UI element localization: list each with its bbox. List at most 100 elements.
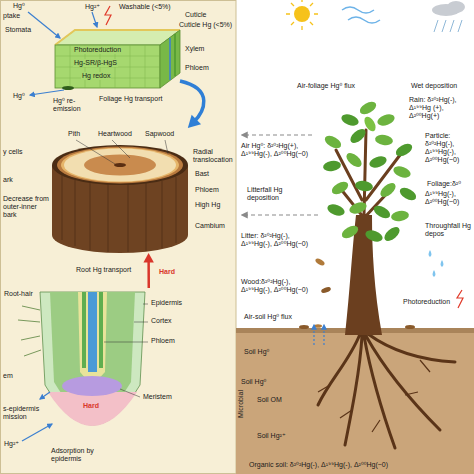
leaf-section-part [55, 30, 180, 45]
annotation-label: Hard [82, 402, 100, 410]
annotation-label: Rain: δ²⁰²Hg(-), Δ¹⁹⁹Hg (+), Δ²⁰⁰Hg(+) [408, 96, 474, 120]
annotation-label: Throughfall Hg depos [424, 222, 474, 238]
node-text: Hg redox [81, 72, 111, 80]
annotation-label: Hg⁰ [12, 2, 26, 10]
tree-trunk-part [336, 130, 400, 218]
annotation-label: Hard [158, 268, 176, 276]
annotation-label: Foliage:δ²⁰ [426, 180, 462, 188]
tree-crown-part [323, 133, 344, 151]
annotation-label: Adsorption by epidermis [50, 447, 116, 463]
tree-crown-part [364, 228, 384, 244]
node-text: Hg-SR/β-HgS [73, 59, 118, 67]
litter-and-drops-part [457, 290, 463, 308]
annotation-label: ark [2, 176, 14, 184]
soil [236, 324, 474, 474]
leaf-section-part [28, 12, 60, 38]
left-panel-part [1, 1, 237, 474]
annotation-label: ptake [2, 12, 21, 20]
node-text: Epidermis [150, 299, 183, 307]
node-text: Sapwood [144, 130, 175, 138]
node-text: Pith [67, 130, 81, 138]
annotation-label: Root-hair [3, 290, 34, 298]
root-section-part [88, 292, 97, 372]
root-section-part [134, 322, 148, 323]
edge-label: Root Hg transport [75, 266, 132, 274]
root-section-part [120, 389, 140, 397]
root-section-part [143, 304, 148, 305]
leaf-section-part [62, 86, 74, 90]
annotation-label: High Hg [194, 201, 221, 209]
wood-section-part [112, 140, 130, 158]
leaf-cross-section: PhotoreductionHg-SR/β-HgSHg redox [55, 30, 180, 88]
annotation-label: Δ¹⁹⁹Hg(-), Δ²⁰⁰Hg(~0) [424, 190, 474, 206]
annotation-label: Air Hg⁰: δ²⁰²Hg(+), Δ¹⁹⁹Hg(-), Δ²⁰⁰Hg(~0… [240, 142, 312, 158]
tree-crown-part [340, 223, 361, 241]
annotation-label: Litterfall Hg deposition [246, 186, 308, 202]
annotation-label: Cuticle [184, 11, 207, 19]
tree-crown-part [326, 202, 346, 218]
arrow-head [143, 253, 153, 263]
tree-crown-part [398, 185, 419, 203]
annotation-label: Cambium [194, 222, 226, 230]
annotation-label: Decrease from outer-inner bark [2, 195, 50, 219]
leaf-section-part [55, 45, 160, 88]
wood-section-part [84, 155, 156, 176]
tree-roots-part [318, 334, 455, 448]
annotation-label: Hg⁰ [12, 92, 26, 100]
wood-section-part [57, 147, 183, 184]
annotation-label: Stomata [4, 26, 32, 34]
wood-section-part [64, 149, 176, 182]
tree-crown-part [390, 210, 409, 223]
annotation-label: Photoreduction [402, 298, 451, 306]
root-section-part [40, 392, 50, 399]
litter-and-drops-part [429, 250, 444, 277]
tree-crown-part [378, 180, 398, 199]
annotation-label: Soil OM [256, 396, 283, 404]
tree-crown-part [362, 115, 378, 133]
tree-crown-part [358, 99, 379, 117]
annotation-label: Wet deposition [410, 82, 458, 90]
wood-section-part [61, 148, 179, 183]
annotation-label: Soil Hg⁰ [240, 378, 267, 386]
tree-crown-part [348, 126, 368, 145]
transport-arrow [180, 81, 204, 128]
root-section-part [82, 292, 86, 368]
tree-crown [322, 99, 418, 244]
litter-and-drops-part [314, 257, 325, 266]
annotation-label: Particle: δ²⁰²Hg(-), Δ¹⁹⁹Hg(-), Δ²⁰⁰Hg(~… [424, 132, 474, 164]
sky-icons-part [434, 20, 462, 32]
leaf-section-part [169, 38, 171, 80]
wood-section-part [114, 163, 126, 167]
root-section-part [78, 292, 107, 380]
leaf-section-part [105, 6, 111, 25]
tree-crown-part [322, 160, 341, 173]
tree-crown-part [392, 164, 412, 180]
tree-crown-part [340, 112, 360, 128]
root-tip-section: EpidermisCortexPhloemMeristem [25, 288, 190, 453]
litter-and-drops-part [313, 325, 314, 345]
sky-icons-part [447, 1, 465, 13]
transport-arrow-line [147, 260, 150, 288]
root-section-part [104, 342, 148, 343]
annotation-label: Xylem [184, 45, 205, 53]
transport-arrow [143, 253, 153, 288]
wood-section [52, 140, 188, 253]
node-text: Meristem [142, 393, 173, 401]
left-panel [1, 1, 237, 474]
leaf-section [28, 6, 180, 95]
tree-crown-part [394, 141, 415, 159]
annotation-label: Bast [194, 170, 210, 178]
sky-icons [286, 0, 465, 32]
sky-icons-part [286, 0, 318, 30]
wood-section-part [76, 140, 115, 164]
tree-roots [318, 334, 455, 448]
annotation-label: Cuticle Hg (<5%) [178, 21, 233, 29]
tree-crown-part [376, 112, 396, 128]
annotation-label: y cells [2, 148, 23, 156]
annotation-label: Radial translocation [192, 148, 238, 164]
wood-section-part [62, 175, 176, 252]
soil-part [299, 325, 309, 329]
arrow-head [188, 115, 201, 128]
annotation-label: Microbial [237, 389, 245, 419]
